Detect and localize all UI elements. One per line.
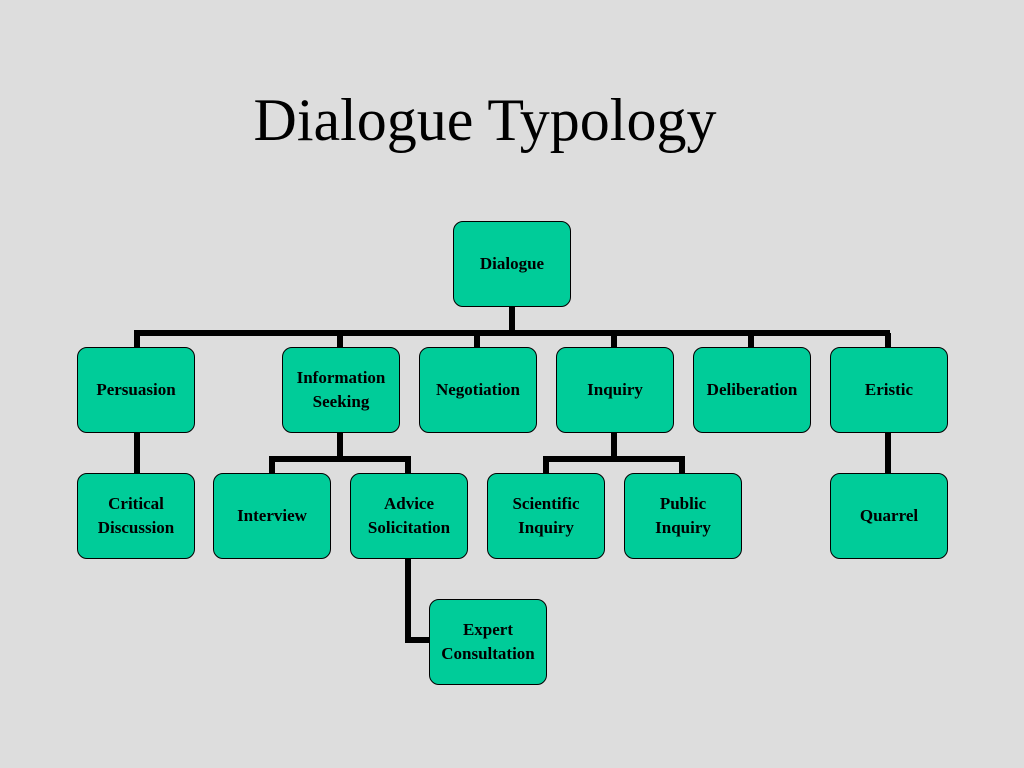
node-public-inquiry: Public Inquiry	[624, 473, 742, 559]
node-expert-consultation: Expert Consultation	[429, 599, 547, 685]
node-critical-discussion: Critical Discussion	[77, 473, 195, 559]
node-eristic: Eristic	[830, 347, 948, 433]
node-scientific-inquiry: Scientific Inquiry	[487, 473, 605, 559]
connector-advice-expert	[405, 557, 430, 643]
slide-title: Dialogue Typology	[253, 87, 717, 153]
node-quarrel: Quarrel	[830, 473, 948, 559]
node-persuasion: Persuasion	[77, 347, 195, 433]
node-information-seeking: Information Seeking	[282, 347, 400, 433]
node-inquiry: Inquiry	[556, 347, 674, 433]
node-deliberation: Deliberation	[693, 347, 811, 433]
node-advice-solicitation: Advice Solicitation	[350, 473, 468, 559]
node-negotiation: Negotiation	[419, 347, 537, 433]
node-dialogue: Dialogue	[453, 221, 571, 307]
node-interview: Interview	[213, 473, 331, 559]
